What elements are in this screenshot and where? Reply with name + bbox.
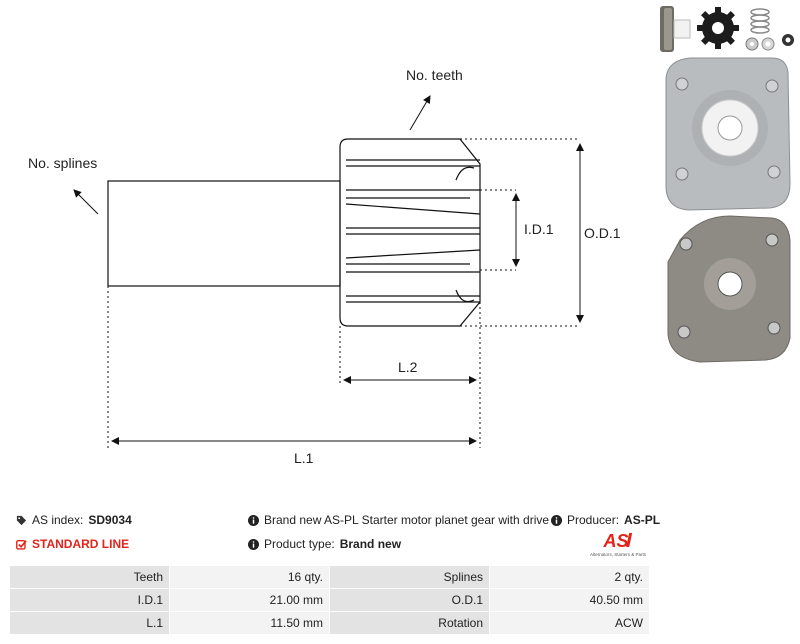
shaft-outline (107, 180, 341, 287)
as-index-label: AS index: (32, 513, 84, 527)
spec-label: Splines (329, 565, 490, 589)
product-type-value: Brand new (339, 537, 402, 551)
checkbox-icon (16, 539, 27, 550)
product-type: Product type: Brand new (248, 537, 401, 551)
no-splines-label: No. splines (28, 155, 97, 171)
as-index: AS index: SD9034 (16, 513, 132, 527)
technical-drawing: No. teeth No. splines I.D.1 O.D.1 L.2 L.… (28, 67, 621, 466)
spec-label: Rotation (329, 611, 490, 635)
producer-value: AS-PL (624, 513, 661, 527)
standard-line-badge: STANDARD LINE (16, 537, 129, 551)
description-text: Brand new AS-PL Starter motor planet gea… (264, 513, 550, 527)
standard-line-label: STANDARD LINE (32, 537, 130, 551)
spec-value: 40.50 mm (489, 588, 650, 612)
spec-value: 16 qty. (169, 565, 330, 589)
tags-icon (16, 515, 27, 525)
as-pl-logo: AS Alternators, Starters & Parts (590, 531, 647, 557)
gear-plate-back-photo (667, 215, 791, 363)
l2-label: L.2 (398, 359, 418, 375)
svg-text:Alternators, Starters & Parts: Alternators, Starters & Parts (590, 552, 647, 557)
as-index-value: SD9034 (88, 513, 132, 527)
info-icon (248, 538, 259, 550)
od1-label: O.D.1 (584, 225, 621, 241)
spec-label: Teeth (9, 565, 170, 589)
gear-outline (339, 138, 481, 327)
spec-label: L.1 (9, 611, 170, 635)
spec-value: 21.00 mm (169, 588, 330, 612)
table-row: Teeth 16 qty. Splines 2 qty. (9, 565, 650, 589)
spec-value: 2 qty. (489, 565, 650, 589)
no-teeth-label: No. teeth (406, 67, 463, 83)
gear-plate-front-photo (665, 57, 791, 211)
table-row: L.1 11.50 mm Rotation ACW (9, 611, 650, 635)
producer-label: Producer: (567, 513, 620, 527)
product-description: Brand new AS-PL Starter motor planet gea… (248, 513, 549, 527)
spec-label: I.D.1 (9, 588, 170, 612)
product-type-label: Product type: (264, 537, 335, 551)
svg-text:AS: AS (602, 531, 628, 551)
spec-label: O.D.1 (329, 588, 490, 612)
id1-label: I.D.1 (524, 221, 554, 237)
specs-table: Teeth 16 qty. Splines 2 qty. I.D.1 21.00… (9, 565, 650, 635)
table-row: I.D.1 21.00 mm O.D.1 40.50 mm (9, 588, 650, 612)
info-icon (551, 514, 562, 526)
l1-label: L.1 (294, 450, 314, 466)
dimension-lines (73, 95, 584, 448)
spec-value: 11.50 mm (169, 611, 330, 635)
parts-kit-photo (660, 6, 794, 52)
spec-value: ACW (489, 611, 650, 635)
info-icon (248, 514, 259, 526)
producer: Producer: AS-PL (551, 513, 660, 527)
